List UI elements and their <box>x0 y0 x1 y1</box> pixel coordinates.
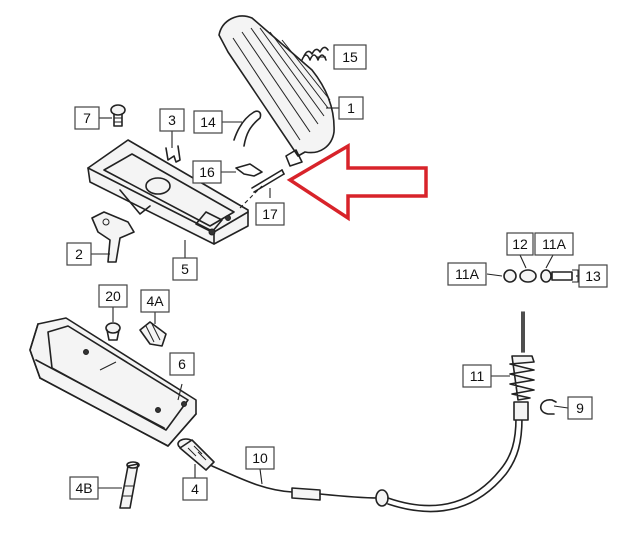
callout-4b-label: 4B <box>75 480 92 496</box>
bellows-part-11 <box>509 311 535 421</box>
callout-15-label: 15 <box>342 49 358 65</box>
clip-part-9 <box>540 399 557 415</box>
callout-12: 12 <box>506 232 534 256</box>
callout-1-label: 1 <box>347 100 355 116</box>
plate-part-16 <box>235 163 263 177</box>
callout-3: 3 <box>159 108 185 132</box>
callout-14: 14 <box>193 110 223 134</box>
callout-13-label: 13 <box>585 268 601 284</box>
bracket-part-3 <box>165 145 181 163</box>
bracket-part-2 <box>91 211 135 263</box>
nut-part-11a-right <box>540 269 552 283</box>
callout-10: 10 <box>245 446 275 470</box>
clip-part-14 <box>233 110 262 147</box>
linkage-assembly <box>503 269 579 283</box>
callout-20-label: 20 <box>105 288 121 304</box>
callout-4a: 4A <box>140 289 170 313</box>
callout-17: 17 <box>255 202 285 226</box>
pedal-pad-part-1 <box>218 15 335 167</box>
dashed-assembly-line <box>239 185 263 209</box>
callout-11-label: 11 <box>470 368 485 384</box>
callout-3-label: 3 <box>168 112 176 128</box>
callout-6: 6 <box>169 352 195 376</box>
leader-lines <box>91 56 579 489</box>
callout-9-label: 9 <box>576 400 584 416</box>
cable-fitting-part-4 <box>177 438 215 471</box>
grommet-part-20 <box>105 322 121 341</box>
callout-11a-left-label: 11A <box>455 266 480 282</box>
pedal-base-part-5 <box>87 139 249 245</box>
spring-part-15 <box>301 46 329 61</box>
housing-part-6 <box>29 317 197 447</box>
callout-2-label: 2 <box>75 246 83 262</box>
callout-11a-right-label: 11A <box>542 236 567 252</box>
nut-part-11a-left <box>503 269 517 283</box>
callout-11: 11 <box>462 364 492 388</box>
callout-4a-label: 4A <box>146 293 164 309</box>
callout-11a-right: 11A <box>534 232 574 256</box>
callout-12-label: 12 <box>512 236 528 252</box>
callout-15: 15 <box>333 44 367 70</box>
callout-7: 7 <box>74 106 100 130</box>
callout-11a-left: 11A <box>447 262 487 286</box>
callout-9: 9 <box>567 396 593 420</box>
callout-4: 4 <box>182 477 208 501</box>
screw-part-7 <box>110 104 126 127</box>
callout-4b: 4B <box>69 476 99 500</box>
callout-20: 20 <box>98 284 128 308</box>
pin-part-17 <box>251 169 285 193</box>
callout-5: 5 <box>172 257 198 281</box>
callout-7-label: 7 <box>83 110 91 126</box>
boot-part-4a <box>139 321 167 347</box>
callout-10-label: 10 <box>252 450 268 466</box>
bolt-part-13 <box>551 271 573 281</box>
callout-16-label: 16 <box>199 164 215 180</box>
highlight-arrow <box>286 142 428 222</box>
callout-1: 1 <box>338 96 364 120</box>
callout-17-label: 17 <box>262 206 278 222</box>
callout-4-label: 4 <box>191 481 199 497</box>
sleeve-part-4b <box>119 461 140 509</box>
bushing-part-12 <box>519 269 537 283</box>
cable-part-10 <box>211 417 523 513</box>
callout-2: 2 <box>66 242 92 266</box>
callout-5-label: 5 <box>181 261 189 277</box>
callout-6-label: 6 <box>178 356 186 372</box>
callout-13: 13 <box>578 264 608 288</box>
callout-14-label: 14 <box>200 114 216 130</box>
callout-16: 16 <box>192 160 222 184</box>
